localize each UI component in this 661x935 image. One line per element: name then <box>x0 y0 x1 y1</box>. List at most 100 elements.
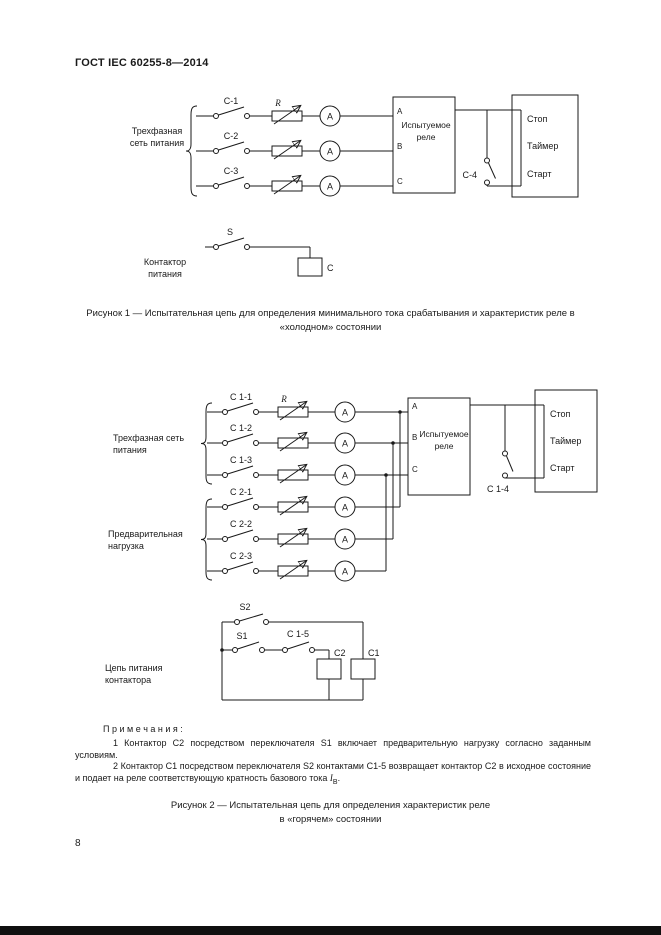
ammeter-label: A <box>342 567 348 577</box>
relay-label-line1: Испытуемое <box>419 429 469 439</box>
ammeter-label: A <box>342 439 348 449</box>
note-2-text: 2 Контактор С1 посредством переключателя… <box>75 761 591 784</box>
ammeter-label: A <box>342 503 348 513</box>
relay-label-line1: Испытуемое <box>401 120 451 130</box>
fig1-phase-row-2: A С-2 <box>196 131 393 162</box>
switch-label: С 1-1 <box>230 392 252 402</box>
ammeter-label: A <box>342 535 348 545</box>
fig2-phase-row-3: A С 1-3 <box>207 455 408 486</box>
resistor-label: R <box>280 394 287 404</box>
fig2-preload-bus <box>384 410 402 571</box>
fig2-c14-switch: С 1-4 <box>470 404 535 494</box>
timer-start-label: Старт <box>550 463 574 473</box>
variable-resistor-icon <box>277 469 309 481</box>
fig1-relay-box: A B C Испытуемое реле <box>392 96 456 194</box>
brace-icon <box>200 402 213 485</box>
c15-contact-label: С 1-5 <box>287 629 309 639</box>
switch-label: С-2 <box>224 131 239 141</box>
variable-resistor-icon <box>277 406 309 418</box>
c4-switch-label: С-4 <box>462 170 477 180</box>
resistor-label: R <box>274 98 281 108</box>
variable-resistor-icon <box>277 565 309 577</box>
fig1-contactor-circuit: Контактор питания S C <box>144 227 334 279</box>
fig2-preload-group: Предварительная нагрузка <box>108 498 213 581</box>
variable-resistor-icon <box>271 110 303 122</box>
variable-resistor-icon <box>277 437 309 449</box>
switch-label: С-3 <box>224 166 239 176</box>
contactor-coil-label: C <box>327 263 334 273</box>
timer-start-label: Старт <box>527 169 551 179</box>
contactor-c1-box <box>350 658 376 680</box>
contactor-label-line1: Контактор <box>144 257 186 267</box>
fig1-source-label-line1: Трехфазная <box>132 126 183 136</box>
variable-resistor-icon <box>271 180 303 192</box>
relay-label-line2: реле <box>435 441 454 451</box>
relay-label-line2: реле <box>417 132 436 142</box>
timer-label: Таймер <box>550 436 581 446</box>
switch-label: С 2-3 <box>230 551 252 561</box>
timer-box-outline <box>534 389 598 493</box>
notes-section: П р и м е ч а н и я : 1 Контактор С2 пос… <box>75 724 591 789</box>
note-2: 2 Контактор С1 посредством переключателя… <box>75 761 591 788</box>
note-2-period: . <box>337 773 341 784</box>
terminal-c-label: C <box>412 465 418 474</box>
fig2-source-label-line1: Трехфазная сеть <box>113 433 184 443</box>
c2-coil-label: C2 <box>334 648 346 658</box>
brace-icon <box>200 498 213 581</box>
fig2-source-label-line2: питания <box>113 445 147 455</box>
relay-box-outline <box>392 96 456 194</box>
fig2-preload-row-1: A С 2-1 <box>207 487 400 518</box>
variable-resistor-icon <box>271 145 303 157</box>
figure2-caption-line2: в «горячем» состоянии <box>279 814 382 825</box>
figure1-circuit-diagram: Трехфазная сеть питания A С-1 R <box>130 94 579 279</box>
fig2-preload-row-3: A С 2-3 <box>207 551 386 582</box>
terminal-b-label: B <box>397 142 402 151</box>
terminal-c-label: C <box>397 177 403 186</box>
ammeter-label: A <box>327 112 333 122</box>
c14-switch-label: С 1-4 <box>487 484 509 494</box>
switch-label: С 2-2 <box>230 519 252 529</box>
fig2-preload-row-2: A С 2-2 <box>207 519 393 550</box>
switch-label: С 2-1 <box>230 487 252 497</box>
figure1-caption: Рисунок 1 — Испытательная цепь для опред… <box>0 307 661 335</box>
s2-switch-label: S2 <box>239 602 250 612</box>
fig2-phase-row-1: A С 1-1 R <box>207 392 408 423</box>
fig1-source-group: Трехфазная сеть питания <box>130 105 198 197</box>
timer-label: Таймер <box>527 141 558 151</box>
terminal-a-label: A <box>412 402 418 411</box>
switch-label: С 1-3 <box>230 455 252 465</box>
document-header: ГОСТ IEC 60255-8—2014 <box>75 57 209 69</box>
fig2-timer-box: Стоп Таймер Старт <box>534 389 598 493</box>
base-current-symbol: I <box>329 773 333 784</box>
contactor-c2-box <box>316 658 342 680</box>
fig1-source-label-line2: сеть питания <box>130 138 184 148</box>
brace-icon <box>185 105 198 197</box>
variable-resistor-icon <box>277 533 309 545</box>
c1-coil-label: C1 <box>368 648 380 658</box>
s-switch-label: S <box>227 227 233 237</box>
fig1-c4-switch: С-4 <box>455 109 512 187</box>
control-label-line1: Цепь питания <box>105 663 163 673</box>
contactor-coil-box <box>297 257 323 277</box>
notes-title: П р и м е ч а н и я : <box>103 724 183 734</box>
fig2-preload-label-line2: нагрузка <box>108 541 144 551</box>
base-current-subscript: В <box>332 778 338 786</box>
fig1-phase-row-1: A С-1 R <box>196 96 393 127</box>
fig2-relay-box: A B C Испытуемое реле <box>407 397 471 496</box>
note-1: 1 Контактор С2 посредством переключателя… <box>75 737 591 760</box>
contactor-label-line2: питания <box>148 269 182 279</box>
page-bottom-bar <box>0 926 661 935</box>
switch-label: С 1-2 <box>230 423 252 433</box>
relay-box-outline <box>407 397 471 496</box>
fig2-control-circuit: Цепь питания контактора S2 S1 С 1-5 <box>105 602 380 701</box>
switch-label: С-1 <box>224 96 239 106</box>
timer-box-outline <box>511 94 579 198</box>
fig2-source-group: Трехфазная сеть питания <box>113 402 213 485</box>
fig1-timer-box: Стоп Таймер Старт <box>511 94 579 198</box>
ammeter-label: A <box>327 182 333 192</box>
ammeter-label: A <box>327 147 333 157</box>
fig2-phase-row-2: A С 1-2 <box>207 423 408 454</box>
ammeter-label: A <box>342 408 348 418</box>
figure2-caption-line1: Рисунок 2 — Испытательная цепь для опред… <box>170 800 491 811</box>
